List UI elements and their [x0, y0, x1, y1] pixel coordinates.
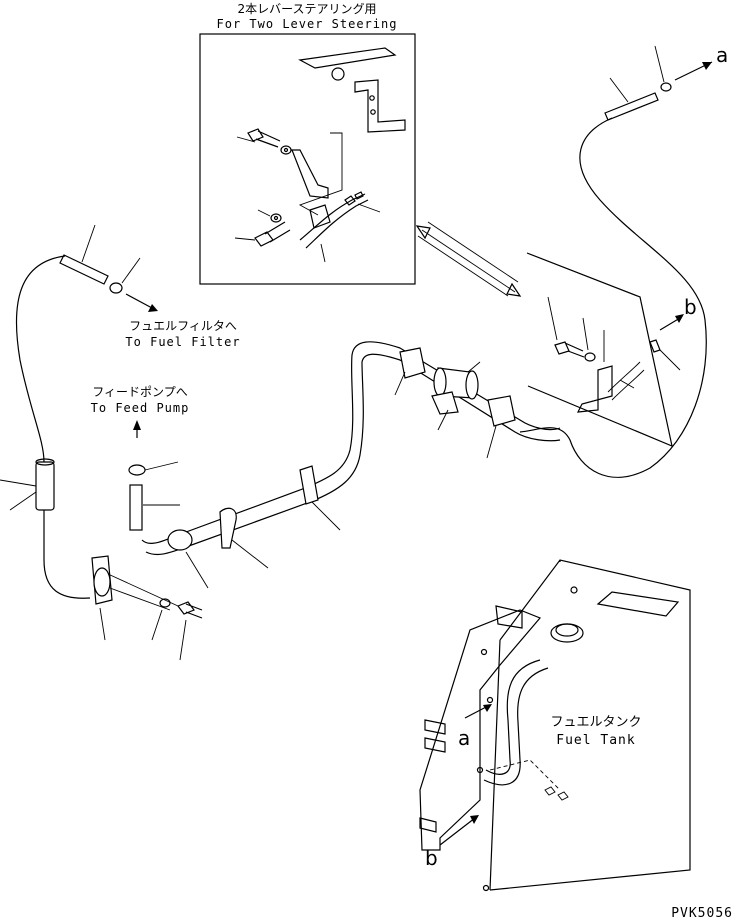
hose-end-fitting-a — [604, 92, 659, 121]
to-feed-pump-en: To Feed Pump — [91, 401, 190, 415]
fuel-tank-label-jp: フュエルタンク — [550, 715, 641, 730]
inset-bolt — [247, 128, 281, 148]
fuel-tank-label-en: Fuel Tank — [556, 733, 635, 748]
inset-bolt-2 — [254, 221, 291, 247]
mount-bolt — [554, 341, 585, 358]
inset-detail: 2本レバーステアリング用 For Two Lever Steering — [199, 2, 416, 285]
left-hose — [0, 224, 203, 661]
inset-clamp-plate — [291, 149, 329, 199]
inset-title-jp: 2本レバーステアリング用 — [237, 2, 376, 16]
lower-bolt — [177, 601, 203, 619]
inset-clamp — [309, 204, 331, 229]
feed-pump-branch — [128, 420, 180, 531]
inline-filter — [35, 461, 55, 511]
pipe-clamp-1 — [399, 347, 426, 379]
pipe-clamp-2 — [487, 395, 516, 427]
ref-b-top: b — [684, 295, 697, 319]
ref-b-top-arrow: b — [659, 295, 697, 331]
mount-bracket — [576, 365, 613, 413]
pipe-clamp-4 — [219, 507, 237, 549]
double-arrow — [415, 221, 522, 297]
tank-frame — [419, 609, 541, 851]
to-feed-pump-jp: フィードポンプへ — [92, 385, 187, 399]
inset-frame-beam — [298, 47, 397, 69]
mount-plate — [526, 252, 681, 447]
pipe-clamp-5 — [167, 529, 193, 551]
main-fuel-pipe — [141, 341, 561, 589]
ref-b-tank: b — [425, 846, 438, 870]
to-fuel-filter-en: To Fuel Filter — [125, 335, 240, 349]
inset-frame — [199, 33, 416, 285]
filler-cap — [550, 623, 584, 643]
inset-title-en: For Two Lever Steering — [217, 17, 398, 31]
pipe-clamp-3 — [299, 465, 319, 505]
feed-pump-fitting — [129, 484, 143, 531]
ref-a-top: a — [716, 43, 728, 67]
inset-bracket — [354, 79, 406, 133]
hose-fitting-filter — [59, 254, 109, 285]
ref-a-tank: a — [458, 726, 470, 750]
to-fuel-filter-jp: フュエルフィルタへ — [129, 319, 237, 333]
hose-to-a: a — [519, 43, 728, 478]
fuel-tank: a b フュエルタンク Fuel Tank — [419, 559, 691, 892]
fuel-tank-body — [489, 559, 691, 891]
drawing-code: PVK5056 — [671, 906, 733, 921]
tank-hatch — [596, 591, 680, 617]
